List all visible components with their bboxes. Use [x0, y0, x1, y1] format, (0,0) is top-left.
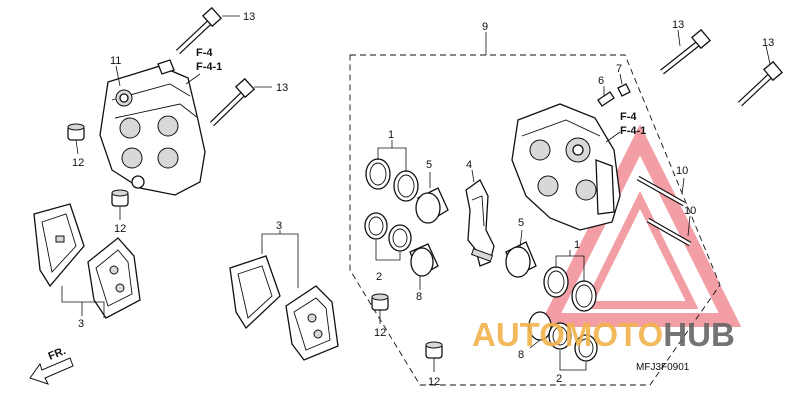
callout-5: 5 — [518, 217, 524, 229]
callout-3: 3 — [78, 318, 84, 330]
pad-spring-4 — [465, 179, 495, 267]
left-upper-bolt-13 — [175, 6, 223, 55]
svg-text:AUTOMOTOHUB: AUTOMOTOHUB — [472, 316, 735, 353]
piston-8-left — [409, 243, 439, 277]
watermark-logo — [538, 124, 742, 327]
callout-13: 13 — [243, 11, 255, 23]
ref-f4-left: F-4 — [196, 47, 213, 59]
sleeve-12-center — [371, 293, 389, 311]
callout-12: 12 — [72, 157, 84, 169]
watermark-part-1: AUTO — [472, 316, 565, 353]
bleeder-cap-7 — [617, 83, 631, 97]
seal-kit-boundary — [349, 54, 721, 386]
piston-5-left — [415, 187, 449, 224]
left-sleeve-12-upper — [67, 123, 85, 141]
callout-9: 9 — [482, 21, 488, 33]
callout-11: 11 — [110, 55, 121, 67]
callout-12: 12 — [114, 223, 126, 235]
callout-2: 2 — [556, 373, 562, 385]
bleeder-valve-6 — [597, 91, 615, 107]
sleeve-12-bottom — [425, 341, 443, 359]
ref-f41-right: F-4-1 — [620, 125, 646, 137]
front-direction-arrow: FR. — [29, 345, 74, 385]
callout-13: 13 — [276, 82, 288, 94]
right-caliper-body — [511, 103, 621, 231]
left-lower-bolt-13 — [209, 77, 256, 127]
callout-7: 7 — [616, 63, 622, 75]
callout-13: 13 — [672, 19, 684, 31]
dust-seals-2-right — [548, 322, 598, 362]
callout-10: 10 — [684, 205, 696, 217]
piston-seals-1-right — [543, 266, 597, 312]
leader-lines — [61, 15, 771, 372]
callout-8: 8 — [416, 291, 422, 303]
callout-5: 5 — [426, 159, 432, 171]
callout-12: 12 — [428, 376, 440, 388]
left-caliper-body — [99, 59, 206, 196]
watermark-part-3: HUB — [663, 316, 735, 353]
watermark-part-2: MOTO — [565, 316, 663, 353]
reference-labels: F-4 F-4-1 F-4 F-4-1 — [196, 47, 646, 137]
pad-pin-10-upper — [636, 175, 686, 207]
piston-5-right — [505, 241, 537, 278]
left-sleeve-12-lower — [111, 189, 129, 207]
callout-3: 3 — [276, 220, 282, 232]
callout-10: 10 — [676, 165, 688, 177]
ref-f41-left: F-4-1 — [196, 61, 222, 73]
ref-f4-right: F-4 — [620, 111, 637, 123]
right-bolt-13-b — [737, 60, 784, 107]
callout-8: 8 — [518, 349, 524, 361]
callout-1: 1 — [388, 129, 394, 141]
pad-pin-10-lower — [646, 217, 692, 247]
callout-2: 2 — [376, 271, 382, 283]
callout-4: 4 — [466, 159, 472, 171]
piston-seals-1-left — [365, 158, 419, 202]
diagram-code: MFJ3F0901 — [636, 362, 690, 373]
center-brake-pads — [229, 255, 339, 361]
callout-labels: 13 13 11 12 12 9 1 5 4 2 8 3 3 12 12 6 7… — [72, 11, 774, 388]
callout-12: 12 — [374, 327, 386, 339]
left-brake-pads — [33, 203, 141, 319]
watermark-text: AUTOMOTOHUB — [472, 316, 735, 353]
callout-6: 6 — [598, 75, 604, 87]
callout-1: 1 — [574, 239, 580, 251]
right-bolt-13-a — [660, 28, 712, 75]
dust-seals-2-left — [364, 212, 412, 252]
callout-13: 13 — [762, 37, 774, 49]
